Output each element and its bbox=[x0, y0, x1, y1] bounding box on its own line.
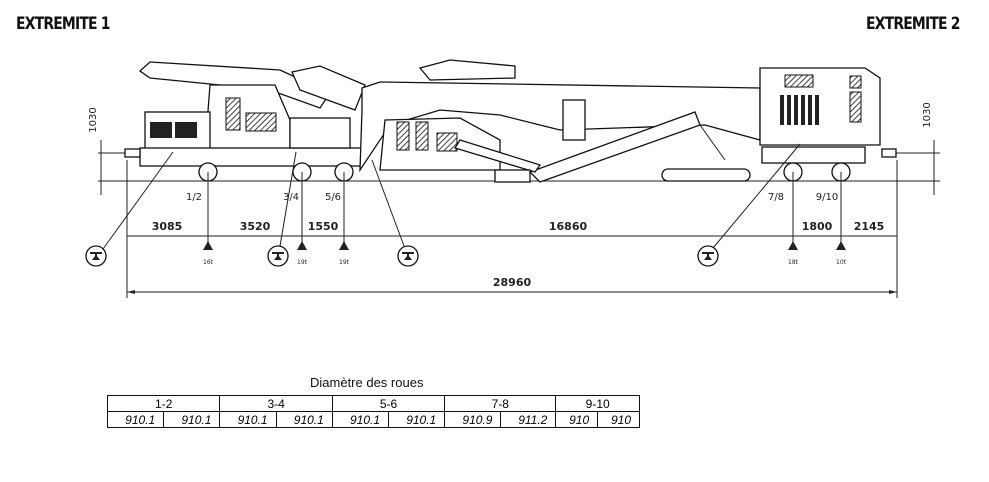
group-5-6: 5-6 bbox=[331, 395, 446, 412]
left-height-label: 1030 bbox=[88, 107, 99, 132]
diameter-cell: 911.2 bbox=[500, 411, 557, 428]
load-triangle-icon bbox=[203, 241, 213, 250]
diameter-cell: 910 bbox=[597, 411, 640, 428]
spacing-1: 3085 bbox=[152, 220, 183, 233]
axle-load-7-8: 18t bbox=[788, 259, 799, 266]
jack-point-icon bbox=[85, 245, 107, 267]
spacing-4: 16860 bbox=[549, 220, 588, 233]
group-7-8: 7-8 bbox=[444, 395, 557, 412]
middle-hopper-unit bbox=[359, 59, 761, 183]
jacking-points bbox=[85, 143, 801, 267]
load-triangle-icon bbox=[788, 241, 798, 250]
front-cab-unit bbox=[124, 61, 366, 167]
spacing-6: 2145 bbox=[854, 220, 885, 233]
load-triangle-icon bbox=[836, 241, 846, 250]
table-header-row: 1-2 3-4 5-6 7-8 9-10 bbox=[106, 395, 640, 412]
diameter-cell: 910.1 bbox=[163, 411, 221, 428]
jack-point-icon bbox=[397, 245, 419, 267]
axle-load-9-10: 10t bbox=[836, 259, 847, 266]
group-9-10: 9-10 bbox=[555, 395, 640, 412]
load-triangle-icon bbox=[339, 241, 349, 250]
diameter-cell: 910.1 bbox=[275, 411, 333, 428]
rear-cab-unit bbox=[759, 67, 897, 164]
diameter-cell: 910.9 bbox=[444, 411, 502, 428]
diameter-cell: 910.1 bbox=[106, 411, 165, 428]
wheel-diameter-table: 1-2 3-4 5-6 7-8 9-10 910.1 910.1 910.1 9… bbox=[106, 395, 640, 428]
group-3-4: 3-4 bbox=[219, 395, 333, 412]
wheel-table-title: Diamètre des roues bbox=[310, 375, 424, 390]
diameter-cell: 910 bbox=[555, 411, 599, 428]
diameter-cell: 910.1 bbox=[388, 411, 446, 428]
axle-load-1-2: 16t bbox=[203, 259, 214, 266]
axle-label-3-4: 3/4 bbox=[283, 192, 299, 203]
axle-label-7-8: 7/8 bbox=[768, 192, 784, 203]
extremite-1-label: EXTREMITE 1 bbox=[16, 14, 110, 34]
spacing-2: 3520 bbox=[240, 220, 271, 233]
spacing-5: 1800 bbox=[802, 220, 833, 233]
jack-point-icon bbox=[267, 245, 289, 267]
jack-point-icon bbox=[697, 245, 719, 267]
axle-label-1-2: 1/2 bbox=[186, 192, 202, 203]
diameter-cell: 910.1 bbox=[219, 411, 277, 428]
extremite-2-label: EXTREMITE 2 bbox=[866, 14, 960, 34]
axle-label-9-10: 9/10 bbox=[816, 192, 838, 203]
diameter-cell: 910.1 bbox=[331, 411, 390, 428]
load-triangle-icon bbox=[297, 241, 307, 250]
spacing-3: 1550 bbox=[308, 220, 339, 233]
right-height-label: 1030 bbox=[922, 102, 933, 127]
total-length-label: 28960 bbox=[493, 276, 532, 289]
axle-load-5-6: 19t bbox=[339, 259, 350, 266]
axle-label-5-6: 5/6 bbox=[325, 192, 341, 203]
group-1-2: 1-2 bbox=[106, 395, 221, 412]
table-row: 910.1 910.1 910.1 910.1 910.1 910.1 910.… bbox=[106, 411, 640, 428]
axle-load-3-4: 19t bbox=[297, 259, 308, 266]
